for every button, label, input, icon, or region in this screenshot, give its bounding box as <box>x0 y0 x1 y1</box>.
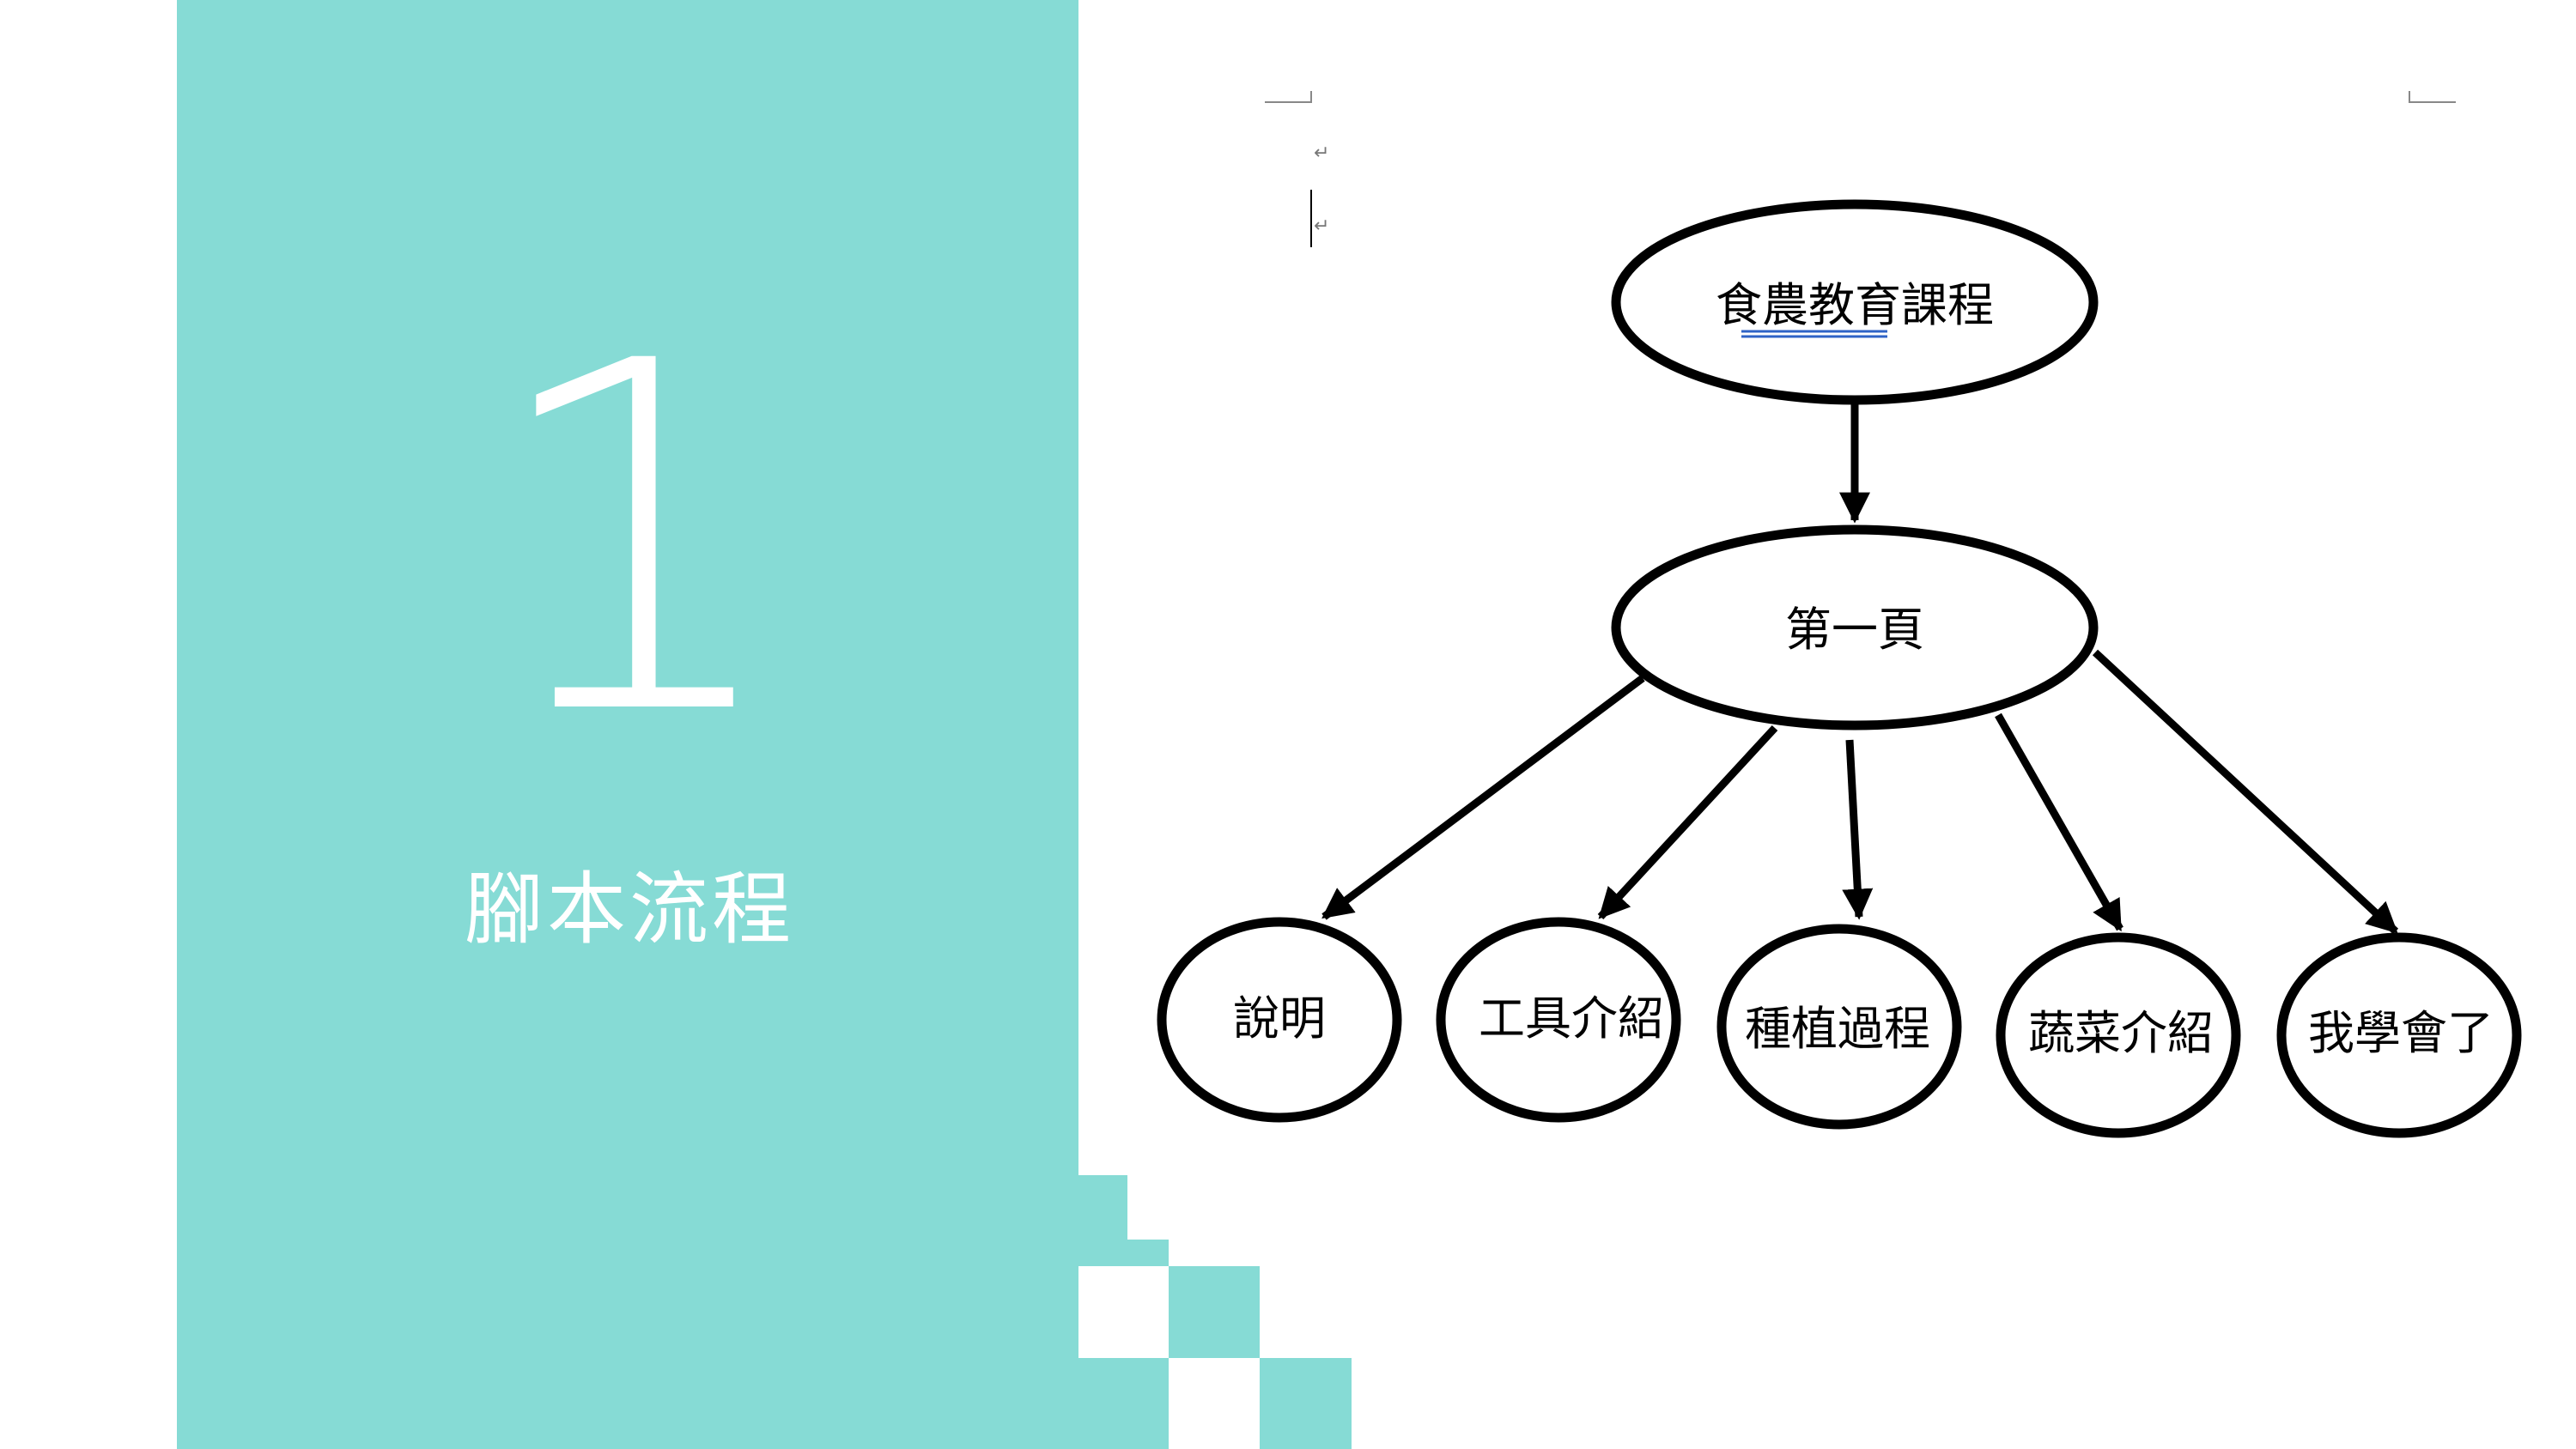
page-corner-mark <box>2409 91 2456 103</box>
node-child-label: 說明 <box>1233 991 1326 1046</box>
section-number: 1 <box>483 261 790 821</box>
page-corner-mark <box>1265 91 1312 103</box>
arrow <box>2092 649 2399 935</box>
node-child[interactable] <box>2276 932 2522 1138</box>
arrow <box>1995 712 2123 932</box>
decor-square <box>1078 1240 1169 1266</box>
node-child[interactable] <box>1436 917 1681 1123</box>
section-panel <box>177 0 1078 1449</box>
node-child[interactable] <box>1716 924 1962 1130</box>
decor-square <box>1078 1358 1169 1449</box>
paragraph-mark: ↵ <box>1314 142 1329 164</box>
node-root[interactable] <box>1611 199 2099 405</box>
arrow <box>1842 739 1874 920</box>
arrow <box>1597 724 1778 920</box>
node-child-label: 種植過程 <box>1745 1002 1930 1056</box>
node-child-label: 蔬菜介紹 <box>2028 1006 2214 1060</box>
decor-square <box>1169 1266 1260 1358</box>
paragraph-mark: ↵ <box>1314 215 1329 237</box>
arrow <box>1321 675 1645 920</box>
node-child[interactable] <box>1996 932 2241 1138</box>
section-title: 腳本流程 <box>464 864 794 955</box>
node-page-label: 第一頁 <box>1785 603 1924 657</box>
decor-square <box>1260 1358 1352 1449</box>
node-child-label: 工具介紹 <box>1479 991 1664 1046</box>
node-root-label: 食農教育課程 <box>1716 278 1994 332</box>
node-child-label: 我學會了 <box>2308 1006 2494 1060</box>
node-page[interactable] <box>1611 524 2099 731</box>
node-child[interactable] <box>1157 917 1402 1123</box>
